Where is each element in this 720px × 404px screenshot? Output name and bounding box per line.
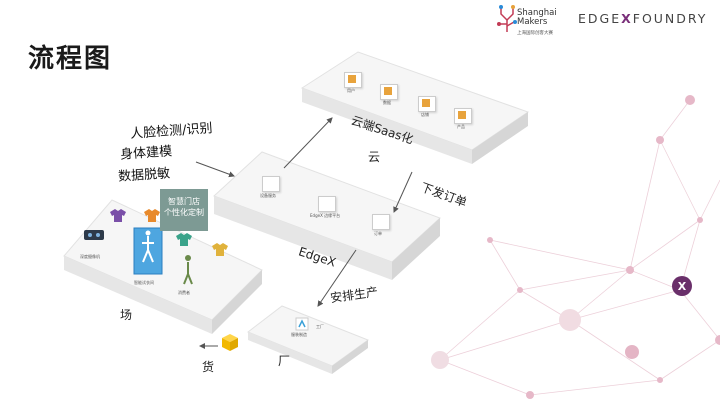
- store-item-label-fitting-room: 智能试衣间: [134, 280, 154, 285]
- shanghai-makers-logo-icon: [497, 5, 517, 32]
- shanghai-makers-line2: Makers: [517, 17, 548, 27]
- edge-item-card-order: [372, 214, 390, 230]
- shanghai-makers-subtitle: 上海国际创客大赛: [517, 31, 553, 36]
- edge-item-card-device-service: [262, 176, 280, 192]
- callout-line-2: 个性化定制: [164, 208, 204, 217]
- feature-body-modeling: 身体建模: [119, 144, 173, 163]
- callout-line-1: 智慧门店: [168, 197, 200, 206]
- store-item-label-consumer: 消费者: [178, 290, 190, 295]
- edgex-logo-foundry: FOUNDRY: [632, 11, 708, 26]
- smart-store-callout: 智慧门店 个性化定制: [160, 189, 208, 231]
- edgex-logo-x: X: [621, 11, 633, 26]
- edge-item-label-edgex: EdgeX 边缘平台: [310, 213, 341, 218]
- store-item-label-depth-camera: 深度摄像机: [80, 254, 100, 259]
- factory-item-label-maker: 服装制造: [291, 332, 307, 337]
- goods-label: 货: [202, 360, 215, 374]
- arrow-edge-to-factory: [317, 249, 357, 307]
- person-figure-icon: [142, 236, 154, 263]
- tshirt-icon-orange: [144, 209, 160, 222]
- cloud-item-label-user: 用户: [347, 88, 355, 93]
- consumer-figure-icon: [183, 262, 193, 285]
- tshirt-icon-teal: [176, 233, 192, 246]
- depth-camera-icon: [84, 230, 104, 240]
- shanghai-makers-line1: Shanghai: [517, 8, 557, 18]
- arrow-edge-to-cloud: [283, 117, 333, 169]
- store-platform: [63, 199, 263, 334]
- cloud-item-label-data: 数据: [383, 100, 391, 105]
- svg-text:X: X: [678, 280, 687, 293]
- store-label: 场: [120, 308, 133, 322]
- factory-label: 厂: [278, 354, 291, 368]
- tshirt-icon-yellow: [212, 243, 228, 256]
- cloud-label: 云: [368, 150, 381, 164]
- tshirt-icon-purple: [110, 209, 126, 222]
- edge-item-label-order: 订单: [374, 231, 382, 236]
- cloud-item-label-store: 店铺: [421, 112, 429, 117]
- goods-box-icon: [222, 334, 238, 351]
- network-graph-background: X: [431, 95, 720, 399]
- edgex-logo-edge: EDGE: [578, 11, 622, 26]
- factory-platform: [247, 305, 370, 374]
- cloud-item-label-product: 产品: [457, 124, 465, 129]
- arrow-cloud-to-edge: [393, 171, 413, 213]
- edge-item-card-edgex: [318, 196, 336, 212]
- edge-item-label-device-service: 设备服务: [260, 193, 276, 198]
- arrow-store-to-edge: [195, 161, 235, 178]
- factory-item-label-factory: 工厂: [316, 324, 324, 329]
- edgex-foundry-logo: EDGEXFOUNDRY: [578, 11, 707, 26]
- feature-data-masking: 数据脱敏: [117, 166, 171, 185]
- page-title: 流程图: [28, 44, 113, 74]
